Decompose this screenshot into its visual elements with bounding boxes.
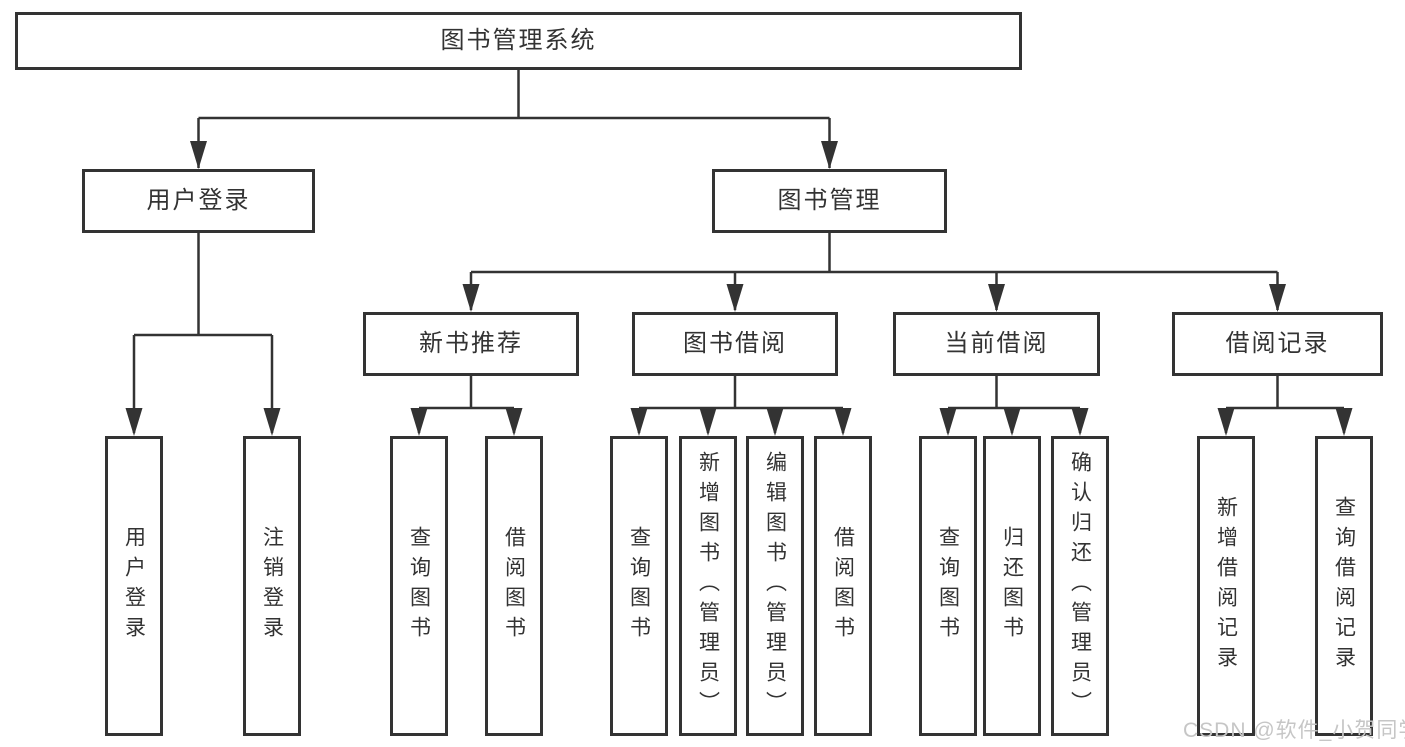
node-label: 编辑图书（管理员） xyxy=(763,451,787,721)
node-label: 新书推荐 xyxy=(419,330,523,357)
node-label: 查询图书 xyxy=(936,526,960,646)
leaf-query-books-current: 查询图书 xyxy=(919,436,977,736)
node-label: 用户登录 xyxy=(146,187,251,214)
leaf-edit-books-admin: 编辑图书（管理员） xyxy=(746,436,804,736)
node-label: 新增借阅记录 xyxy=(1214,496,1238,676)
node-new-book-recommend: 新书推荐 xyxy=(363,312,579,376)
leaf-query-books-borrow: 查询图书 xyxy=(610,436,668,736)
leaf-add-books-admin: 新增图书（管理员） xyxy=(679,436,737,736)
node-label: 查询图书 xyxy=(627,526,651,646)
node-label: 用户登录 xyxy=(122,526,146,646)
node-label: 查询借阅记录 xyxy=(1332,496,1356,676)
node-label: 注销登录 xyxy=(260,526,284,646)
node-current-borrow: 当前借阅 xyxy=(893,312,1100,376)
node-user-login-branch: 用户登录 xyxy=(82,169,315,233)
leaf-add-borrow-record: 新增借阅记录 xyxy=(1197,436,1255,736)
arrowhead-icon xyxy=(125,141,1353,436)
node-label: 归还图书 xyxy=(1000,526,1024,646)
node-borrow-records: 借阅记录 xyxy=(1172,312,1383,376)
leaf-return-books: 归还图书 xyxy=(983,436,1041,736)
node-label: 图书借阅 xyxy=(683,330,787,357)
node-label: 图书管理系统 xyxy=(440,27,597,54)
node-label: 借阅图书 xyxy=(831,526,855,646)
leaf-borrow-books: 借阅图书 xyxy=(814,436,872,736)
node-label: 确认归还（管理员） xyxy=(1068,451,1092,721)
node-label: 借阅记录 xyxy=(1225,330,1330,357)
leaf-logout: 注销登录 xyxy=(243,436,301,736)
node-label: 当前借阅 xyxy=(944,330,1049,357)
leaf-confirm-return-admin: 确认归还（管理员） xyxy=(1051,436,1109,736)
leaf-borrow-books-recommend: 借阅图书 xyxy=(485,436,543,736)
csdn-watermark: CSDN @软件_小贺同学 xyxy=(1183,719,1405,742)
tree-edges xyxy=(132,70,1346,433)
leaf-query-borrow-record: 查询借阅记录 xyxy=(1315,436,1373,736)
leaf-query-books-recommend: 查询图书 xyxy=(390,436,448,736)
node-book-management-branch: 图书管理 xyxy=(712,169,947,233)
node-root-system: 图书管理系统 xyxy=(15,12,1022,70)
node-label: 查询图书 xyxy=(407,526,431,646)
node-book-borrow: 图书借阅 xyxy=(632,312,838,376)
node-label: 借阅图书 xyxy=(502,526,526,646)
node-label: 图书管理 xyxy=(777,187,882,214)
leaf-user-login: 用户登录 xyxy=(105,436,163,736)
node-label: 新增图书（管理员） xyxy=(696,451,720,721)
